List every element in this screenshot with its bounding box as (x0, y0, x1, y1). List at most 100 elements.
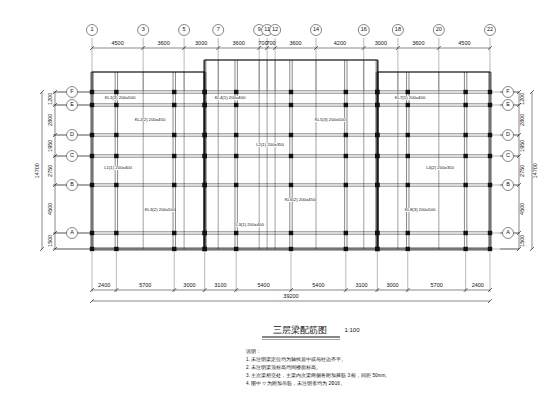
column-section (463, 183, 467, 187)
dimension-tick (257, 46, 261, 50)
column-section (406, 133, 410, 137)
column-section (289, 154, 293, 158)
secondary-beam (438, 72, 439, 249)
dimension-tick (90, 46, 94, 50)
dimension-tick (234, 288, 238, 292)
column-section (202, 90, 206, 94)
beam-line (92, 103, 205, 104)
axis-label: E (70, 102, 74, 108)
dimension-text: 1200 (520, 92, 526, 104)
dimension-tick (406, 288, 410, 292)
axis-label: D (506, 132, 510, 138)
axis-label: A (70, 230, 74, 236)
column-section (406, 103, 410, 107)
column-section (406, 183, 410, 187)
column-section (406, 90, 410, 94)
dimension-text: 1500 (48, 235, 54, 247)
column-section (172, 133, 176, 137)
dimension-tick (114, 288, 118, 292)
dimension-tick (362, 46, 366, 50)
column-section (344, 247, 348, 251)
dimension-text: 5700 (431, 283, 443, 289)
dimension-tick (265, 46, 269, 50)
axis-bubble (67, 100, 78, 111)
dimension-text: 1950 (520, 139, 526, 151)
beam-line (377, 154, 490, 155)
dimension-text: 3600 (289, 41, 301, 47)
dimension-text: 3100 (355, 283, 367, 289)
beam-line (377, 157, 490, 158)
axis-label: E (506, 102, 510, 108)
beam-line (377, 90, 490, 91)
axis-label: D (70, 132, 74, 138)
beam-line (92, 234, 205, 235)
beam-annotation: KL7(1) 200x400 (395, 96, 426, 100)
beam-annotation: KL2(2) 200x450 (135, 118, 166, 122)
beam-line (377, 183, 490, 184)
axis-extension (514, 92, 519, 93)
column-section (375, 133, 379, 137)
dimension-tick (40, 247, 44, 251)
dimension-tick (172, 288, 176, 292)
dimension-line (92, 301, 490, 302)
note-text: 说明： (246, 350, 261, 355)
dimension-text: 2400 (98, 283, 110, 289)
column-section (234, 90, 238, 94)
axis-extension (345, 252, 346, 292)
beam-line (377, 136, 490, 137)
secondary-beam (275, 60, 276, 249)
axis-label: 1 (90, 27, 93, 33)
beam-line (92, 106, 205, 107)
axis-label: F (506, 89, 509, 95)
axis-bubble (67, 130, 78, 141)
axis-label: A (506, 230, 510, 236)
dimension-tick (289, 288, 293, 292)
axis-bubble (67, 228, 78, 239)
dimension-text: 4500 (111, 41, 123, 47)
column-section (488, 90, 492, 94)
secondary-beam (267, 60, 268, 249)
axis-bubble (67, 180, 78, 191)
dimension-tick (216, 46, 220, 50)
beam-line (377, 186, 490, 187)
dimension-tick (396, 46, 400, 50)
dimension-text: 2750 (48, 164, 54, 176)
dimension-text: 5700 (139, 283, 151, 289)
dimension-tick (182, 46, 186, 50)
axis-label: F (70, 89, 73, 95)
dimension-text: 3600 (233, 41, 245, 47)
column-section (344, 103, 348, 107)
column-section (114, 231, 118, 235)
beam-line (92, 72, 205, 73)
dimension-tick (203, 288, 207, 292)
column-section (375, 133, 379, 137)
axis-bubble (485, 25, 496, 36)
beam-line (92, 231, 205, 232)
column-section (289, 133, 293, 137)
beam-annotation: KL1(3) 200x500 (105, 96, 136, 100)
secondary-beam (143, 72, 144, 249)
axis-label: C (506, 153, 510, 159)
column-section (90, 133, 94, 137)
dimension-text: 5400 (257, 283, 269, 289)
beam-annotation: KL5(3) 200x500 (315, 118, 346, 122)
column-section (202, 103, 206, 107)
axis-bubble (503, 100, 514, 111)
axis-bubble (503, 130, 514, 141)
dimension-text: 3100 (214, 283, 226, 289)
axis-extension (490, 249, 519, 250)
beam-line (92, 90, 205, 91)
beam-line (173, 72, 174, 249)
dimension-tick (530, 90, 534, 94)
dimension-tick (437, 46, 441, 50)
dimension-text: 4500 (458, 41, 470, 47)
axis-label: B (70, 182, 74, 188)
axis-bubble (213, 25, 224, 36)
axis-label: 3 (142, 27, 145, 33)
dimension-tick (530, 247, 534, 251)
column-section (234, 154, 238, 158)
dimension-text: 5400 (312, 283, 324, 289)
beam-annotation: KL3(2) 200x500 (145, 208, 176, 212)
beam-annotation: KL4(1) 200x400 (215, 96, 246, 100)
column-section (344, 183, 348, 187)
